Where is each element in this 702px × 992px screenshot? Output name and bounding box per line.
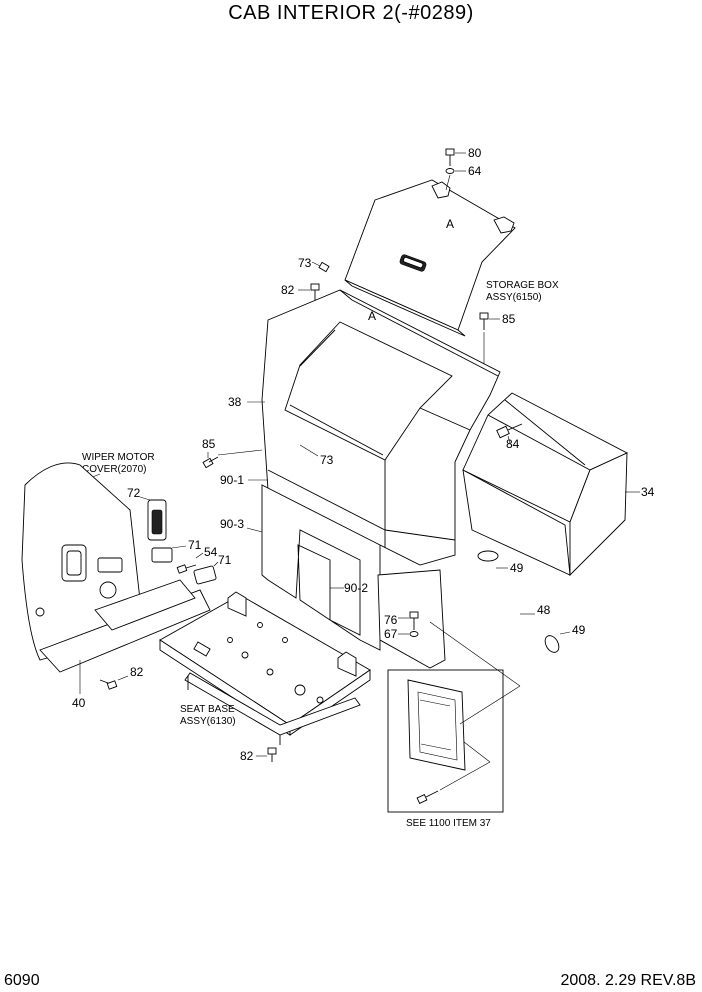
callout-90-3: 90-3 <box>220 517 244 531</box>
callout-34: 34 <box>641 485 655 499</box>
callout-71-upper: 71 <box>188 538 202 552</box>
bolt-76-icon <box>409 611 419 630</box>
storage-box-34 <box>462 392 629 577</box>
callout-76: 76 <box>384 613 398 627</box>
washer-67-icon <box>409 631 419 637</box>
note-storage-box-2: ASSY(6150) <box>486 292 542 303</box>
screw-inset-icon <box>416 790 439 805</box>
bolt-84-icon <box>496 423 523 439</box>
callout-90-1: 90-1 <box>220 473 244 487</box>
callout-73-top: 73 <box>298 256 312 270</box>
plug-71-upper-icon <box>151 547 173 563</box>
switch-72-icon <box>147 499 167 541</box>
callout-90-2: 90-2 <box>344 581 368 595</box>
storage-box-lid <box>344 179 516 337</box>
wiper-motor-cover-40 <box>21 462 211 673</box>
callout-85-left: 85 <box>202 437 216 451</box>
callout-72: 72 <box>127 486 141 500</box>
callout-71-lower: 71 <box>218 553 232 567</box>
seat-base-plate <box>159 591 371 736</box>
bolt-82-bottom-icon <box>267 747 277 762</box>
callout-49-bottom: 49 <box>572 623 586 637</box>
detail-marker-a-top: A <box>446 217 454 231</box>
callout-82-bottom: 82 <box>240 749 254 763</box>
bolt-82-left-icon <box>99 679 118 690</box>
callout-64: 64 <box>468 164 482 178</box>
callout-85-top: 85 <box>502 312 516 326</box>
panel-90-3 <box>261 484 381 651</box>
screw-54-icon <box>176 564 197 574</box>
callout-54: 54 <box>204 545 218 559</box>
callout-84: 84 <box>506 437 520 451</box>
note-wiper-2: COVER(2070) <box>82 464 146 475</box>
note-storage-box-1: STORAGE BOX <box>486 280 559 291</box>
callout-67: 67 <box>384 627 398 641</box>
bolt-80-icon <box>445 148 455 166</box>
callout-48: 48 <box>537 603 551 617</box>
reference-inset <box>387 669 504 813</box>
revision-info: 2008. 2.29 REV.8B <box>560 972 696 989</box>
note-see-reference: SEE 1100 ITEM 37 <box>406 818 491 829</box>
callout-40: 40 <box>72 696 86 710</box>
callout-82-top: 82 <box>281 283 295 297</box>
bolt-82-top-icon <box>310 283 320 300</box>
note-seat-base-2: ASSY(6130) <box>180 716 236 727</box>
washer-64-icon <box>445 168 455 174</box>
cab-rear-panel-38 <box>261 289 501 566</box>
page-number: 6090 <box>4 972 40 989</box>
seat-rail-assy <box>184 672 361 745</box>
drain-hose-48 <box>477 550 560 653</box>
callout-80: 80 <box>468 146 482 160</box>
callout-82-left: 82 <box>130 665 144 679</box>
callout-38: 38 <box>228 395 242 409</box>
callout-49-top: 49 <box>510 561 524 575</box>
callout-73-lower: 73 <box>320 453 334 467</box>
detail-marker-a-panel: A <box>368 309 376 323</box>
screw-85-top-icon <box>479 312 489 330</box>
page-title: CAB INTERIOR 2(-#0289) <box>228 2 474 24</box>
clip-73-icon <box>318 261 330 273</box>
note-wiper-1: WIPER MOTOR <box>82 452 155 463</box>
note-seat-base-1: SEAT BASE <box>180 704 235 715</box>
cover-plate <box>377 569 446 669</box>
screw-85-left-icon <box>202 456 219 469</box>
plug-71-lower-icon <box>193 565 217 585</box>
